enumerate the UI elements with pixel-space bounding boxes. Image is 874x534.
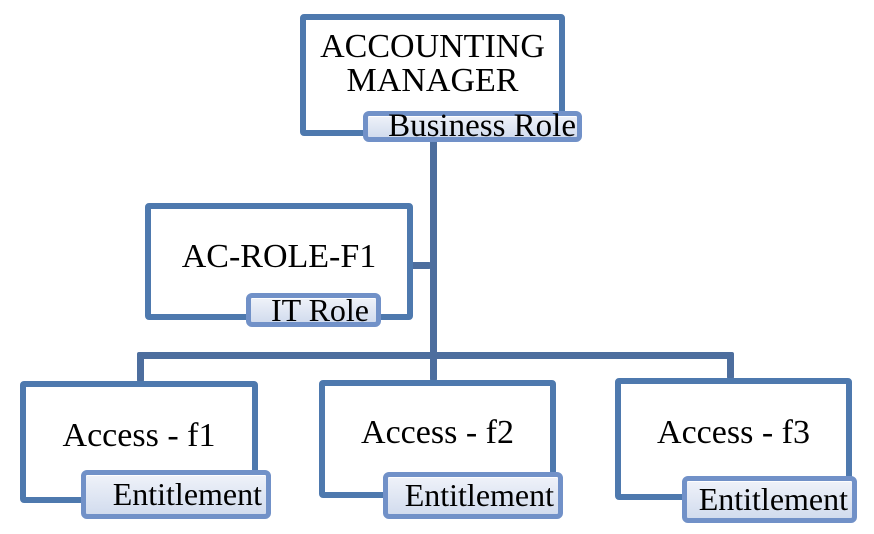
tag-entitlement-f2: Entitlement [383,472,563,519]
tag-business-role: Business Role [363,108,582,144]
tag-business-role-label: Business Role [388,108,576,144]
tag-entitlement-f3: Entitlement [682,476,857,523]
tag-it-role: IT Role [246,291,381,328]
node-access-f2-title: Access - f2 [361,414,514,451]
connector-drop-left [137,354,144,382]
connector-trunk-vertical [430,140,437,381]
tag-entitlement-f2-label: Entitlement [404,477,554,513]
node-ac-role-f1-title: AC-ROLE-F1 [181,237,377,275]
connector-bus-horizontal [137,352,734,359]
node-access-f1-title: Access - f1 [62,417,216,454]
node-title-line2: MANAGER [346,62,519,99]
tag-entitlement-f1: Entitlement [81,470,271,519]
connector-drop-right [727,354,734,379]
node-accounting-manager-title: ACCOUNTING MANAGER [320,30,545,98]
connector-itrole-stub [410,262,431,269]
node-title-line1: ACCOUNTING [320,28,545,65]
node-access-f3-title: Access - f3 [657,414,810,451]
tag-entitlement-f1-label: Entitlement [112,476,262,512]
tag-it-role-label: IT Role [270,291,369,328]
tag-entitlement-f3-label: Entitlement [698,481,848,517]
node-access-f3: Access - f3 [615,378,852,500]
